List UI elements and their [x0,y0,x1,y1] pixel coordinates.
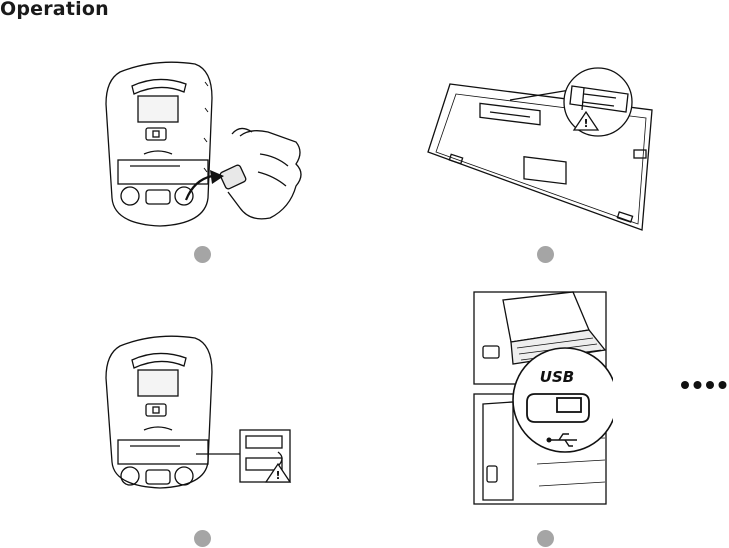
step-marker-3 [194,530,211,547]
usb-label: USB [540,368,574,386]
step-marker-2 [537,246,554,263]
step-marker-4 [537,530,554,547]
page-title: Operation [0,0,109,20]
mouse-receiver-removal-illustration [100,58,310,234]
svg-text:!: ! [275,469,280,482]
more-dots-icon [679,379,729,391]
svg-text:!: ! [583,117,588,130]
usb-receiver-connection-illustration: USB [473,290,613,506]
step-marker-1 [194,246,211,263]
keyboard-battery-compartment-illustration: ! [420,64,670,234]
mouse-battery-insertion-illustration: ! [100,334,305,494]
